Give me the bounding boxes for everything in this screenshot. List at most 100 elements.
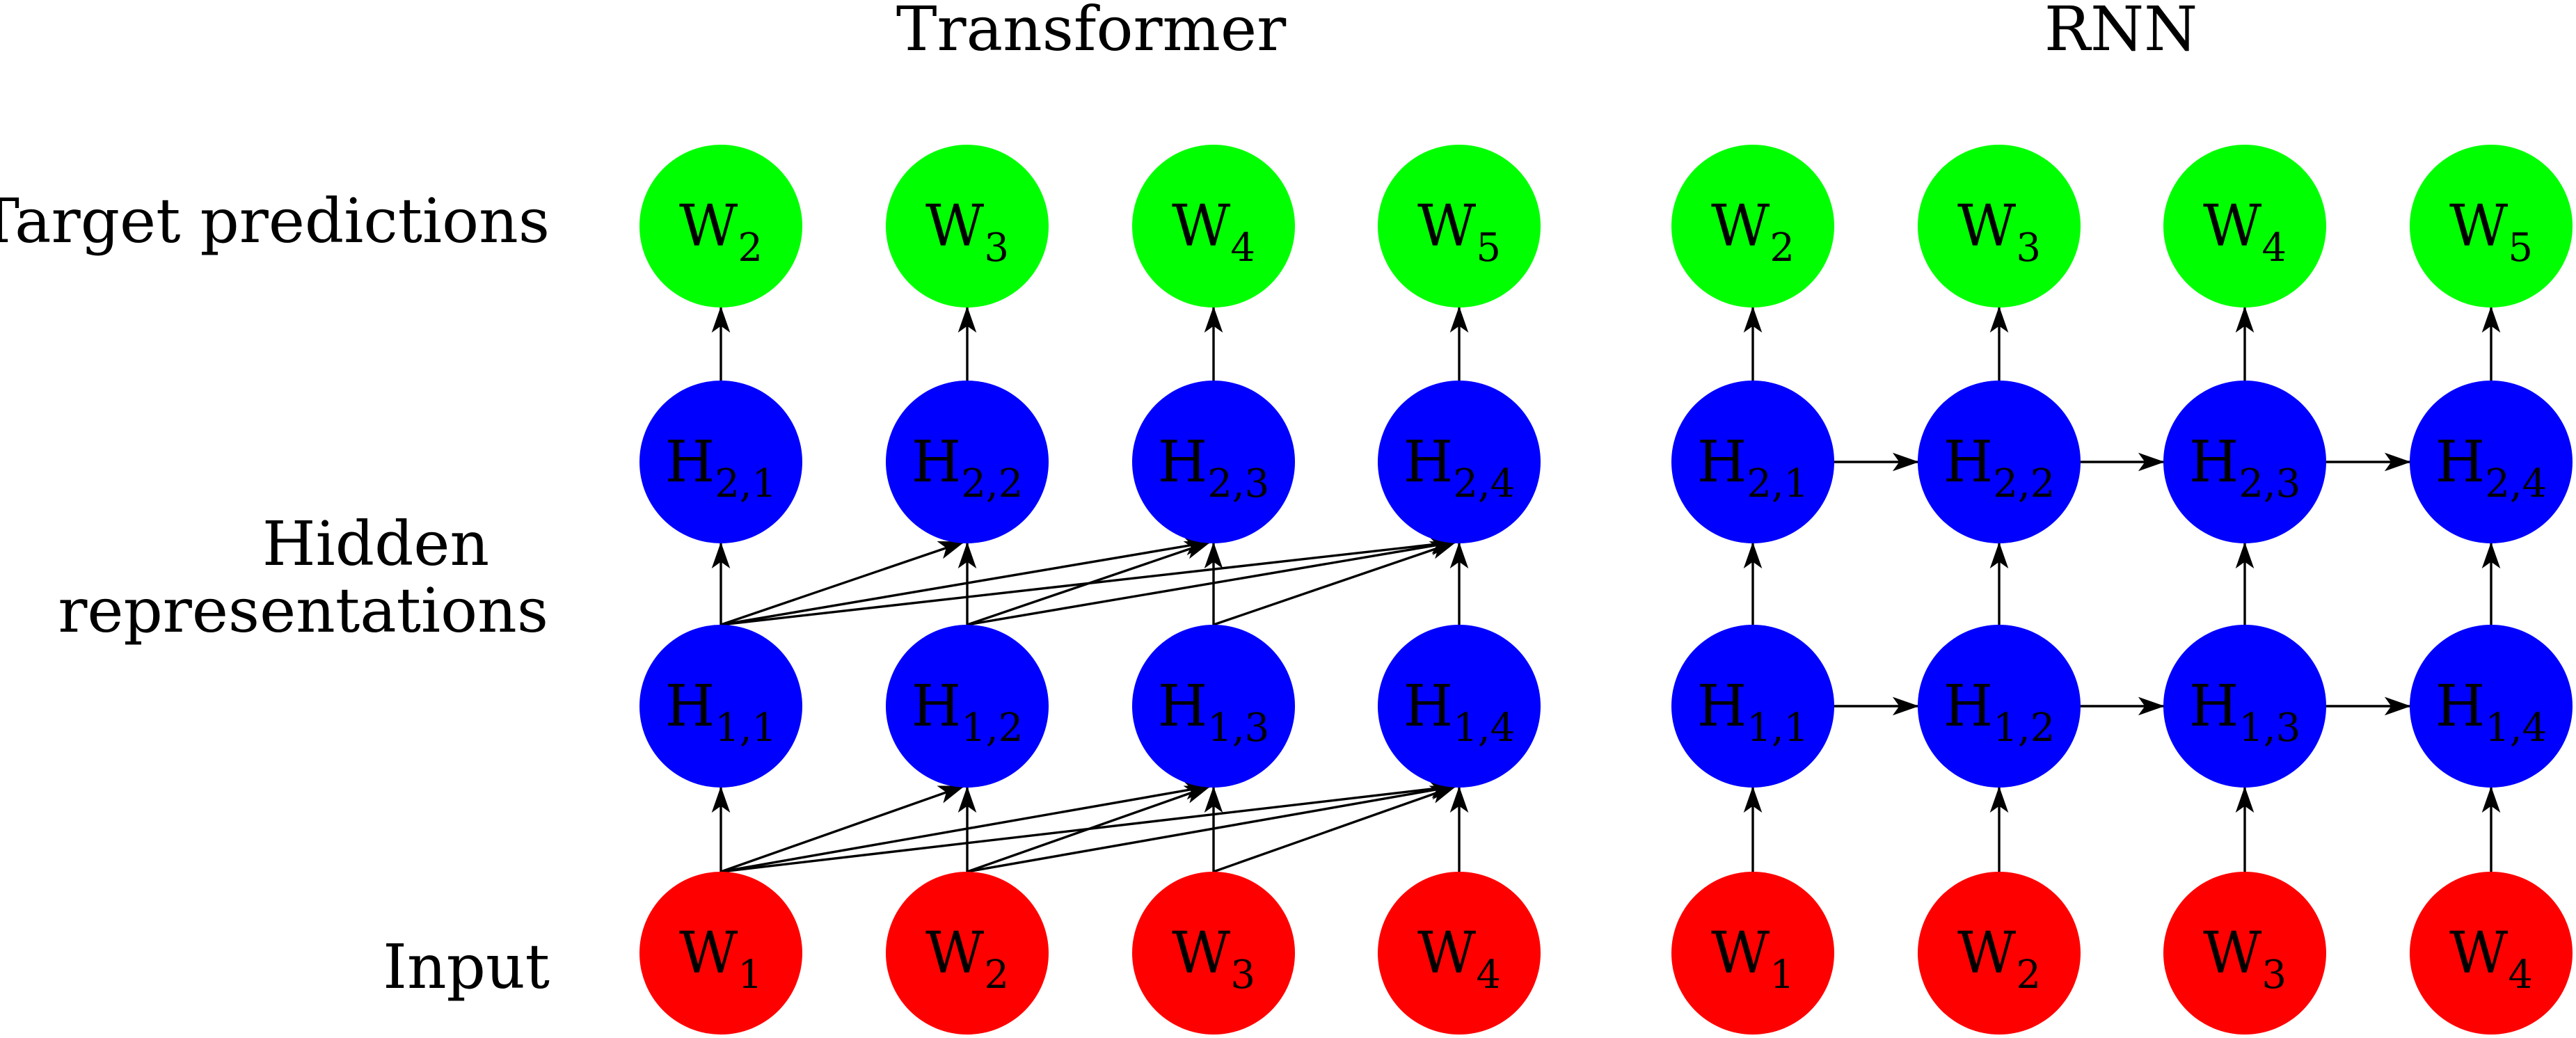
transformer-node-hidden1-1-circle bbox=[639, 625, 802, 788]
rnn-node-target-1-label: W2 bbox=[1711, 193, 1795, 271]
node-label-subscript: 2 bbox=[1770, 225, 1795, 271]
node-label-base: W bbox=[2449, 193, 2509, 260]
node-label-subscript: 4 bbox=[2508, 952, 2533, 998]
rnn-node-target-4-circle bbox=[2410, 145, 2573, 308]
transformer-title: Transformer bbox=[896, 0, 1287, 65]
transformer-node-hidden1-1-label: H1,1 bbox=[665, 673, 777, 751]
rnn-node-hidden1-1-circle bbox=[1671, 625, 1834, 788]
transformer-node-hidden2-2: H2,2 bbox=[886, 381, 1049, 543]
transformer-arrow-input-2-to-hidden1-4 bbox=[967, 781, 1457, 873]
node-label-subscript: 1 bbox=[1770, 952, 1795, 998]
transformer-node-target-1: W2 bbox=[639, 145, 802, 308]
transformer-node-input-3-circle bbox=[1132, 872, 1295, 1035]
node-label-base: H bbox=[1943, 673, 1994, 740]
node-label-subscript: 2,1 bbox=[1747, 461, 1808, 506]
transformer-node-hidden2-4: H2,4 bbox=[1378, 381, 1541, 543]
transformer-node-hidden1-1: H1,1 bbox=[639, 625, 802, 788]
rnn-node-input-3-label: W3 bbox=[2203, 920, 2287, 998]
node-label-subscript: 1 bbox=[738, 952, 763, 998]
transformer-arrow-input-3-to-hidden1-4 bbox=[1213, 785, 1457, 873]
node-label-base: H bbox=[1697, 673, 1747, 740]
rnn-node-target-1: W2 bbox=[1671, 145, 1834, 308]
node-label-subscript: 1,1 bbox=[715, 705, 777, 751]
rnn-node-hidden2-1-circle bbox=[1671, 381, 1834, 543]
node-label-subscript: 1,2 bbox=[961, 705, 1023, 751]
node-label-subscript: 1,2 bbox=[1993, 705, 2055, 751]
node-label-base: H bbox=[665, 429, 715, 495]
transformer-node-hidden2-4-circle bbox=[1378, 381, 1541, 543]
rnn-node-target-3-label: W4 bbox=[2203, 193, 2287, 271]
transformer-node-target-2-circle bbox=[886, 145, 1049, 308]
node-label-base: W bbox=[1957, 193, 2017, 260]
transformer-node-input-2-label: W2 bbox=[925, 920, 1009, 998]
transformer-arrow-hidden1-3-to-hidden2-4 bbox=[1213, 541, 1457, 626]
transformer-node-hidden1-3-label: H1,3 bbox=[1158, 673, 1270, 751]
target-predictions-label: Target predictions bbox=[0, 185, 550, 257]
rnn-node-input-4-circle bbox=[2410, 872, 2573, 1035]
node-label-subscript: 2 bbox=[738, 225, 763, 271]
transformer-node-hidden2-1-circle bbox=[639, 381, 802, 543]
node-label-subscript: 1,3 bbox=[1207, 705, 1269, 751]
node-label-base: H bbox=[1697, 429, 1747, 495]
transformer-node-target-2: W3 bbox=[886, 145, 1049, 308]
rnn-node-hidden1-4-label: H1,4 bbox=[2435, 673, 2547, 751]
transformer-node-input-3: W3 bbox=[1132, 872, 1295, 1035]
rnn-node-input-3: W3 bbox=[2163, 872, 2326, 1035]
node-label-base: W bbox=[2203, 193, 2262, 260]
rnn-node-input-2-label: W2 bbox=[1957, 920, 2041, 998]
transformer-arrow-hidden1-2-to-hidden2-3 bbox=[967, 541, 1211, 626]
transformer-node-hidden2-3: H2,3 bbox=[1132, 381, 1295, 543]
rnn-node-hidden1-2-circle bbox=[1918, 625, 2081, 788]
transformer-node-hidden1-4-circle bbox=[1378, 625, 1541, 788]
transformer-node-hidden1-2-circle bbox=[886, 625, 1049, 788]
rnn-node-hidden2-4-circle bbox=[2410, 381, 2573, 543]
node-label-base: W bbox=[1957, 920, 2017, 987]
rnn-node-hidden1-2: H1,2 bbox=[1918, 625, 2081, 788]
node-label-base: H bbox=[912, 429, 962, 495]
node-label-subscript: 2,2 bbox=[961, 461, 1023, 506]
node-label-base: W bbox=[1711, 920, 1770, 987]
node-label-base: W bbox=[679, 920, 738, 987]
transformer-node-input-3-label: W3 bbox=[1172, 920, 1255, 998]
node-label-base: W bbox=[1172, 920, 1231, 987]
rnn-node-hidden2-2-circle bbox=[1918, 381, 2081, 543]
node-label-base: W bbox=[1417, 193, 1477, 260]
rnn-node-hidden1-1-label: H1,1 bbox=[1697, 673, 1809, 751]
rnn-node-input-1-circle bbox=[1671, 872, 1834, 1035]
transformer-node-target-2-label: W3 bbox=[925, 193, 1009, 271]
rnn-node-input-2-circle bbox=[1918, 872, 2081, 1035]
transformer-node-target-3: W4 bbox=[1132, 145, 1295, 308]
rnn-node-hidden2-1: H2,1 bbox=[1671, 381, 1834, 543]
transformer-node-hidden2-1: H2,1 bbox=[639, 381, 802, 543]
transformer-node-input-4-label: W4 bbox=[1417, 920, 1501, 998]
transformer-node-hidden2-4-label: H2,4 bbox=[1404, 429, 1516, 506]
node-label-base: H bbox=[1404, 673, 1454, 740]
rnn-node-hidden1-2-label: H1,2 bbox=[1943, 673, 2056, 751]
node-label-base: W bbox=[925, 920, 985, 987]
transformer-node-target-1-label: W2 bbox=[679, 193, 763, 271]
node-label-subscript: 1,1 bbox=[1747, 705, 1808, 751]
transformer-node-hidden1-3: H1,3 bbox=[1132, 625, 1295, 788]
rnn-node-hidden1-1: H1,1 bbox=[1671, 625, 1834, 788]
transformer-arrow-hidden1-1-to-hidden2-3 bbox=[720, 536, 1211, 626]
node-label-base: W bbox=[1172, 193, 1231, 260]
input-label: Input bbox=[383, 931, 550, 1003]
transformer-arrow-hidden1-1-to-hidden2-2 bbox=[720, 541, 965, 626]
transformer-arrow-input-2-to-hidden1-3 bbox=[967, 785, 1211, 873]
transformer-node-hidden1-2: H1,2 bbox=[886, 625, 1049, 788]
rnn-node-hidden2-3-label: H2,3 bbox=[2189, 429, 2301, 506]
rnn-node-target-3-circle bbox=[2163, 145, 2326, 308]
transformer-node-input-2: W2 bbox=[886, 872, 1049, 1035]
node-label-subscript: 4 bbox=[1476, 952, 1501, 998]
transformer-node-hidden2-3-label: H2,3 bbox=[1158, 429, 1270, 506]
node-label-base: W bbox=[2449, 920, 2509, 987]
node-label-subscript: 2 bbox=[2016, 952, 2041, 998]
edges-layer bbox=[711, 306, 2501, 873]
rnn-node-hidden2-2: H2,2 bbox=[1918, 381, 2081, 543]
transformer-arrow-hidden1-2-to-hidden2-4 bbox=[967, 536, 1457, 626]
transformer-node-hidden2-3-circle bbox=[1132, 381, 1295, 543]
node-label-base: H bbox=[1943, 429, 1994, 495]
node-label-base: H bbox=[665, 673, 715, 740]
